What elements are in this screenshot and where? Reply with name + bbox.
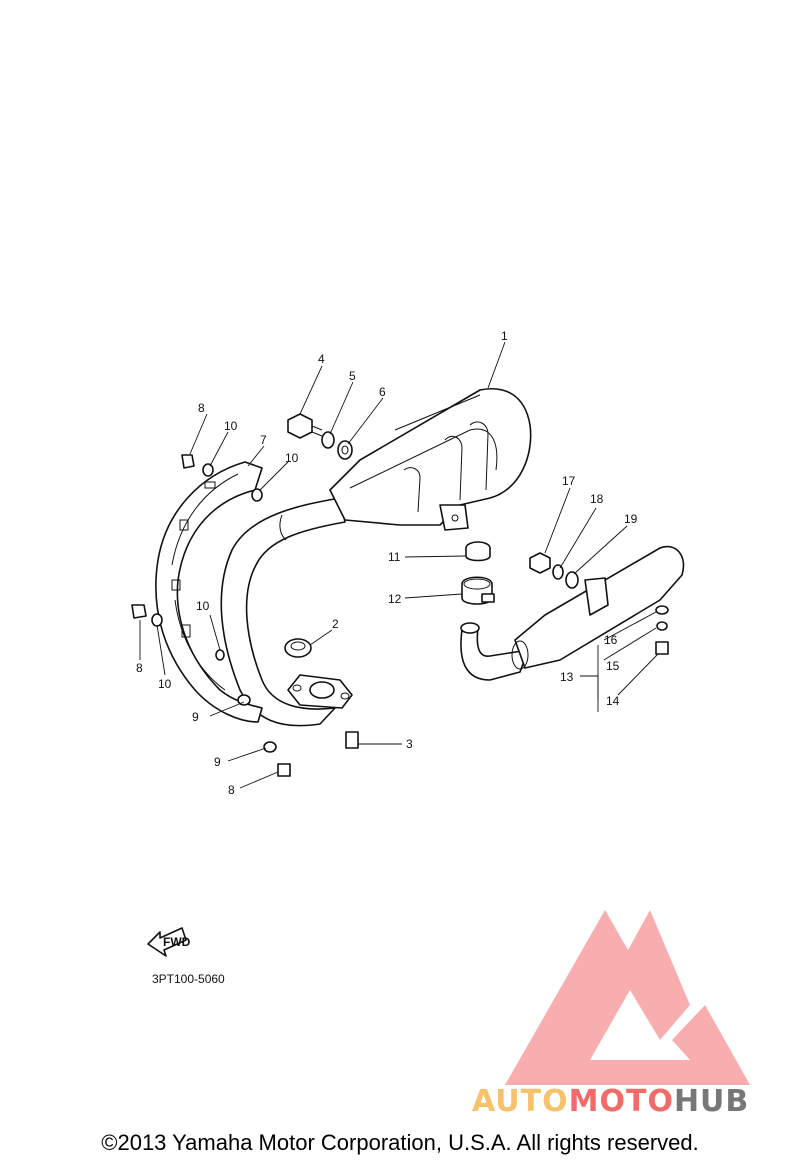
clamp — [461, 576, 495, 605]
callout-10-right: 10 — [285, 451, 299, 465]
leader-lines — [139, 341, 659, 789]
copyright-notice: ©2013 Yamaha Motor Corporation, U.S.A. A… — [101, 1130, 699, 1155]
bolt-4 — [287, 413, 323, 439]
callout-18: 18 — [590, 492, 604, 506]
callout-8-left: 8 — [136, 661, 143, 675]
callout-9-upper: 9 — [192, 710, 199, 724]
callout-16: 16 — [604, 633, 618, 647]
callout-8-bottom: 8 — [228, 783, 235, 797]
callout-9-lower: 9 — [214, 755, 221, 769]
callout-8-top: 8 — [198, 401, 205, 415]
callout-19: 19 — [624, 512, 638, 526]
exhaust-pipe — [220, 497, 346, 727]
exhaust-flange — [287, 674, 353, 709]
callout-10-top: 10 — [224, 419, 238, 433]
heat-protector — [155, 461, 263, 723]
watermark-text: AUTOMOTOHUB — [472, 1084, 749, 1119]
gasket — [284, 638, 312, 658]
grommet — [465, 541, 491, 562]
washer-18 — [552, 564, 564, 580]
screws — [131, 454, 669, 777]
callout-numbers: 1 2 3 4 5 6 7 8 8 8 9 9 10 10 10 10 11 1… — [136, 329, 638, 797]
callout-15: 15 — [606, 659, 620, 673]
fwd-arrow-icon: FWD — [147, 927, 191, 957]
watermark-hub: HUB — [673, 1084, 750, 1119]
watermark-logo — [505, 910, 750, 1085]
watermark-moto: MOTO — [568, 1084, 674, 1119]
callout-3: 3 — [406, 737, 413, 751]
callout-10-mid: 10 — [196, 599, 210, 613]
callout-13: 13 — [560, 670, 574, 684]
callout-11: 11 — [388, 550, 401, 564]
silencer — [460, 545, 685, 681]
callout-2: 2 — [332, 617, 339, 631]
callout-7: 7 — [260, 433, 267, 447]
callout-5: 5 — [349, 369, 356, 383]
washer-5 — [321, 431, 335, 449]
callout-17: 17 — [562, 474, 576, 488]
watermark-auto: AUTO — [472, 1084, 569, 1119]
callout-14: 14 — [606, 694, 620, 708]
callout-4: 4 — [318, 352, 325, 366]
callout-12: 12 — [388, 592, 402, 606]
washer-19 — [565, 571, 579, 589]
washer-6 — [337, 440, 353, 460]
callout-10-left: 10 — [158, 677, 172, 691]
muffler — [329, 388, 532, 531]
callout-1: 1 — [501, 329, 508, 343]
bolt-17 — [529, 552, 551, 574]
callout-6: 6 — [379, 385, 386, 399]
part-code: 3PT100-5060 — [152, 972, 225, 986]
fwd-label: FWD — [163, 935, 191, 949]
